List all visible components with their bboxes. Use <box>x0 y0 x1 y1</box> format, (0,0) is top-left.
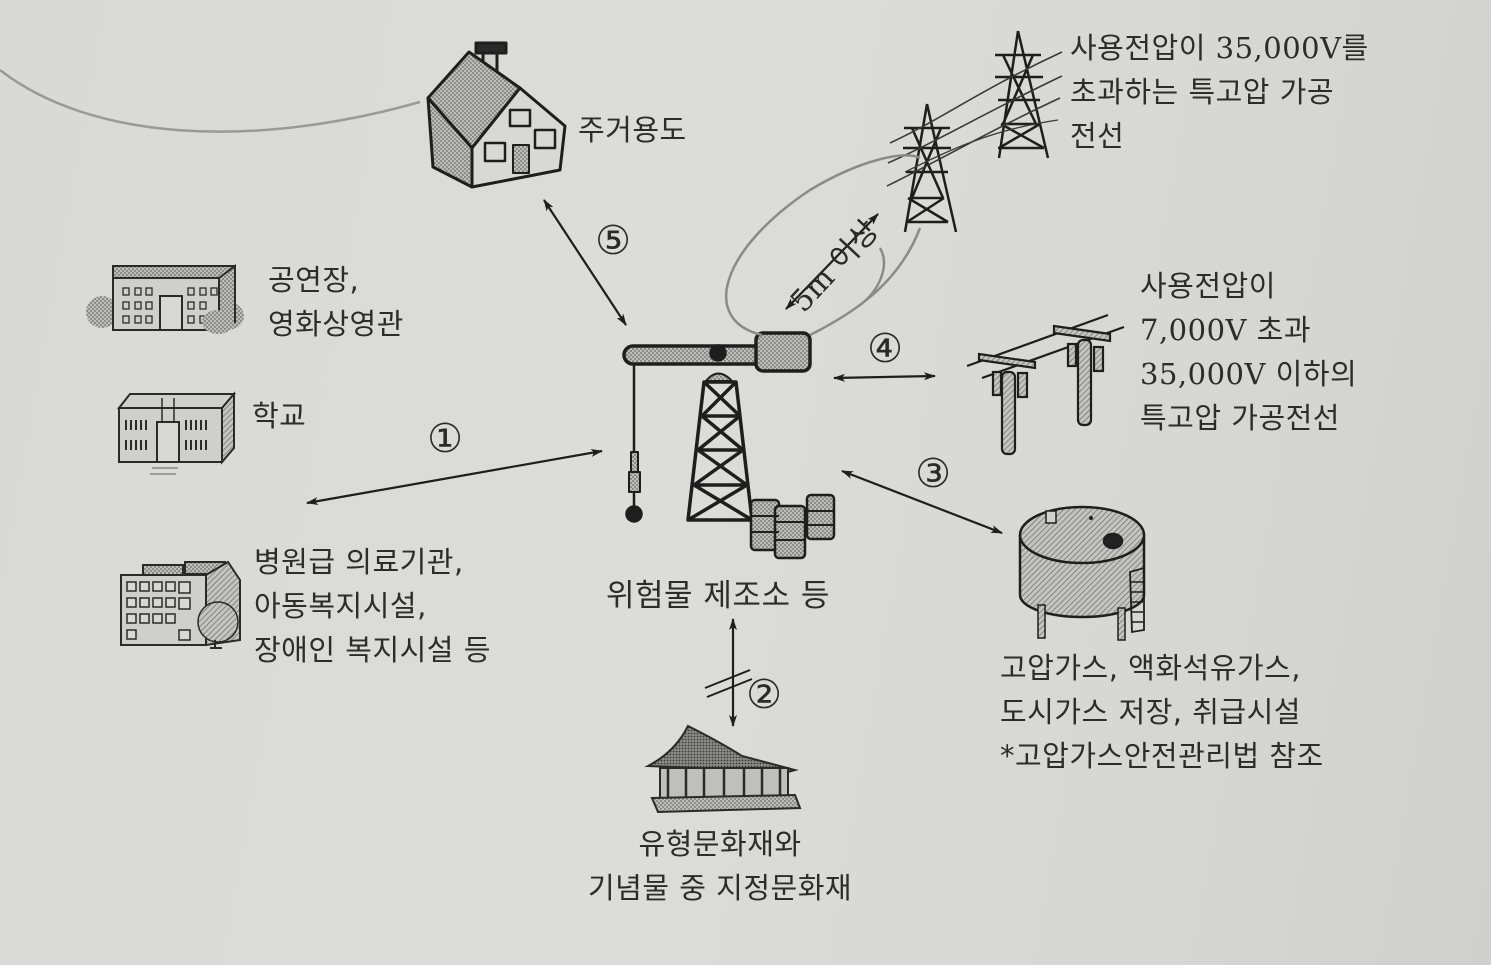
label-theater: 공연장, 영화상영관 <box>268 263 404 341</box>
label-number-two: ② <box>746 672 782 718</box>
arrow-two-break <box>704 669 753 698</box>
distance-arrows <box>306 199 1003 727</box>
label-cultural-heritage: 유형문화재와 기념물 중 지정문화재 <box>588 827 853 905</box>
transmission-tower-icon <box>886 30 1063 233</box>
gas-tank-icon <box>1018 505 1146 641</box>
label-center-facility: 위험물 제조소 등 <box>606 578 830 614</box>
label-gas-facility: 고압가스, 액화석유가스, 도시가스 저장, 취급시설 *고압가스안전관리법 참… <box>1000 651 1324 773</box>
label-number-three: ③ <box>915 451 951 497</box>
arrow-three <box>841 469 1003 535</box>
school-building-icon <box>116 391 237 475</box>
label-residential: 주거용도 <box>578 113 687 147</box>
label-mid-voltage-line: 사용전압이 7,000V 초과 35,000V 이하의 특고압 가공전선 <box>1140 269 1358 435</box>
label-high-voltage-line: 사용전압이 35,000V를 초과하는 특고압 가공 전선 <box>1070 31 1369 153</box>
arrow-5m <box>785 213 879 310</box>
house-icon <box>426 41 567 189</box>
arrow-four <box>833 372 936 382</box>
label-number-one: ① <box>427 416 463 462</box>
theater-building-icon <box>86 264 244 334</box>
label-number-four: ④ <box>867 326 903 372</box>
oil-derrick-icon <box>622 331 836 560</box>
utility-pole-icon <box>966 313 1125 456</box>
hospital-building-icon <box>120 560 241 649</box>
arrow-one <box>306 448 603 506</box>
label-school: 학교 <box>252 399 307 433</box>
arrow-five <box>543 199 627 326</box>
pencil-curve <box>0 69 421 133</box>
label-hospital-welfare: 병원급 의료기관, 아동복지시설, 장애인 복지시설 등 <box>254 545 491 667</box>
traditional-pavilion-icon <box>644 724 802 814</box>
label-number-five: ⑤ <box>595 218 631 264</box>
